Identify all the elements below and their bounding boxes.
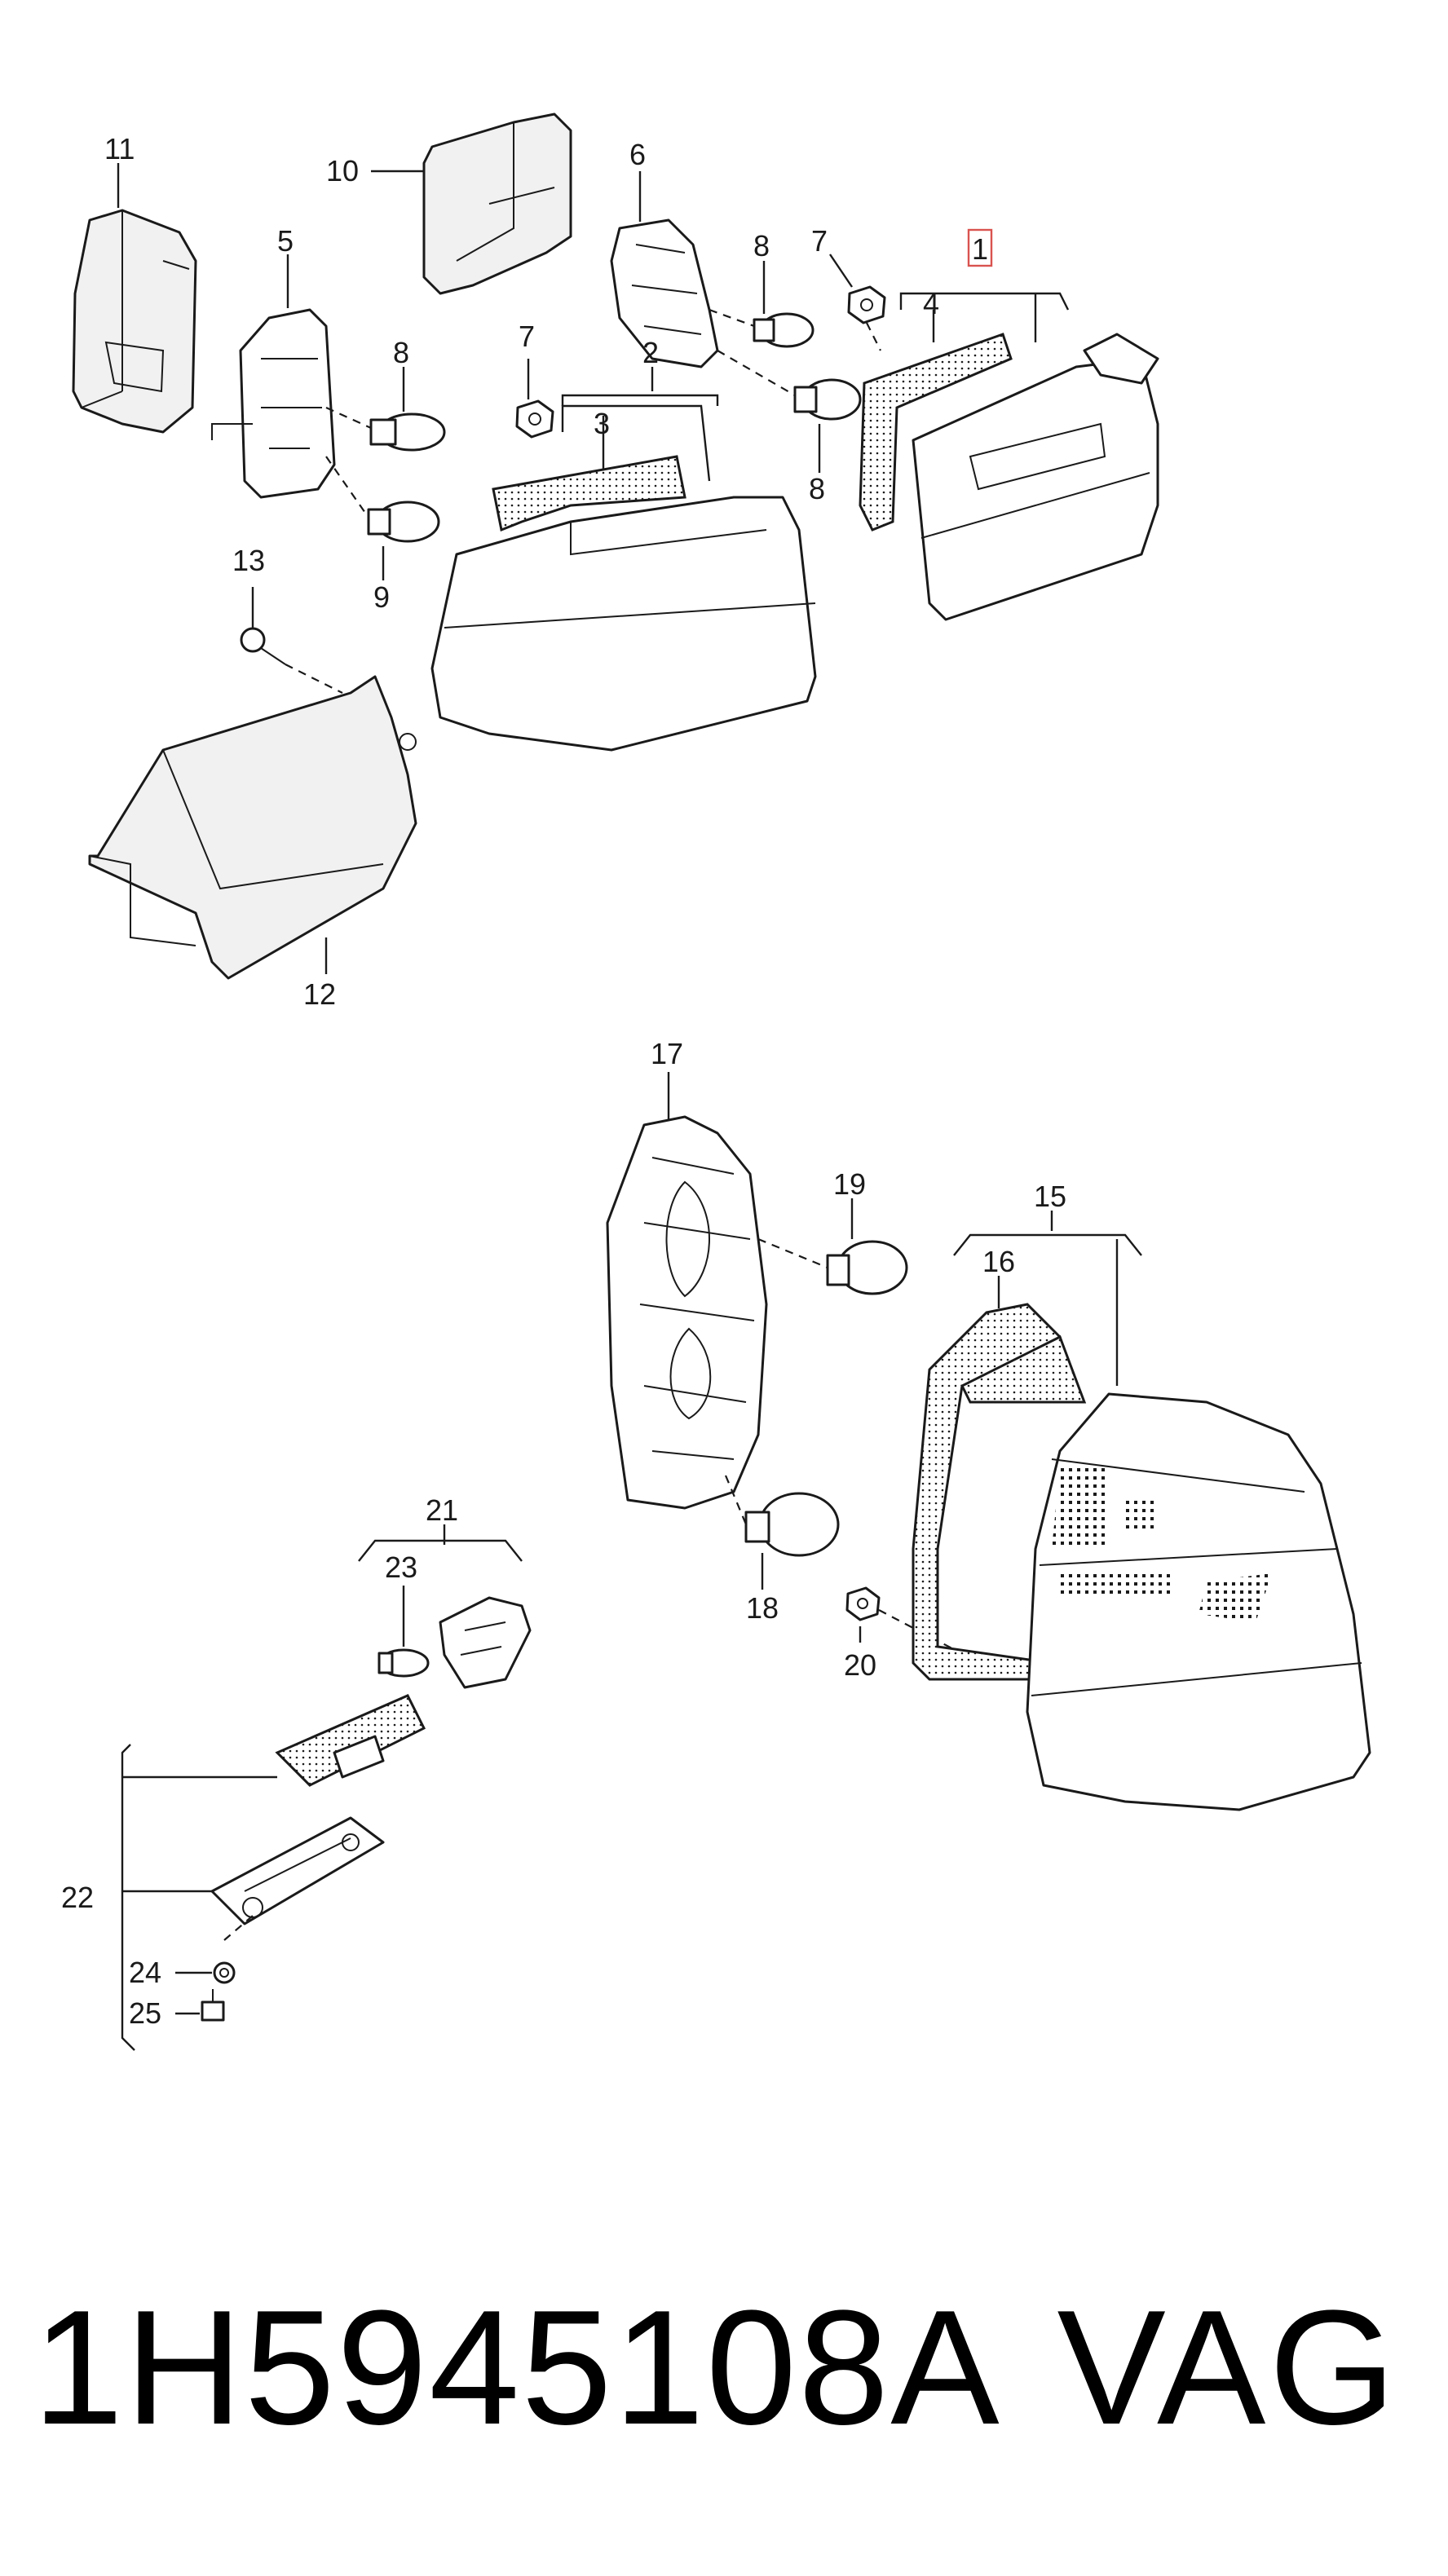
part-11-cover xyxy=(72,209,197,434)
part-7-nut-right xyxy=(847,285,886,324)
part-20-nut xyxy=(845,1586,881,1621)
leader-7b xyxy=(829,254,853,288)
part-25-screw xyxy=(201,1989,225,2022)
callout-25: 25 xyxy=(129,1996,161,2030)
part-2-tail-lens xyxy=(430,496,817,752)
bracket-3 xyxy=(561,404,711,482)
part-8-bulb-left xyxy=(369,412,446,452)
callout-6: 6 xyxy=(629,138,646,171)
bracket-21 xyxy=(358,1539,523,1562)
part-3-gasket xyxy=(492,455,686,532)
callout-18: 18 xyxy=(746,1591,779,1625)
part-19-bulb xyxy=(826,1240,908,1295)
part-6-bulb-holder xyxy=(610,218,719,368)
callout-13: 13 xyxy=(232,544,265,577)
part-16-gasket xyxy=(912,1303,1087,1681)
callout-8c: 8 xyxy=(809,472,825,505)
callout-8b: 8 xyxy=(753,229,770,262)
callout-17: 17 xyxy=(651,1037,683,1070)
callout-23: 23 xyxy=(385,1550,417,1584)
part-8-bulb-lower xyxy=(793,378,862,421)
part-12-mount xyxy=(88,675,417,980)
callout-4: 4 xyxy=(923,287,939,320)
bracket-15 xyxy=(953,1233,1142,1256)
part-5-bulb-holder xyxy=(211,308,336,499)
part-21-lamp-socket xyxy=(439,1596,532,1689)
part-15-rear-lamp xyxy=(1026,1392,1371,1811)
callout-21: 21 xyxy=(426,1493,458,1527)
callout-24: 24 xyxy=(129,1956,161,1989)
callout-7b: 7 xyxy=(811,224,828,258)
callout-2: 2 xyxy=(642,336,659,369)
part-footer: 1H5945108A VAG xyxy=(0,2234,1448,2503)
callout-1: 1 xyxy=(972,232,988,266)
bracket-1 xyxy=(899,292,1070,311)
callout-16: 16 xyxy=(982,1245,1015,1278)
part-4-gasket xyxy=(859,333,1013,532)
part-17-bulb-carrier xyxy=(606,1115,768,1510)
callout-8a: 8 xyxy=(393,336,409,369)
part-8-bulb-upper xyxy=(753,312,814,348)
callout-1-box xyxy=(967,228,993,267)
callout-12: 12 xyxy=(303,977,336,1011)
part-9-bulb xyxy=(367,501,440,543)
part-24-washer xyxy=(213,1961,236,1984)
part-22-plate-light xyxy=(210,1694,426,1925)
part-7-nut-left xyxy=(515,399,554,439)
part-10-bracket xyxy=(422,112,572,295)
part-number-label: 1H5945108A xyxy=(33,2277,1001,2459)
part-1-lamp-unit xyxy=(912,333,1159,621)
callout-19: 19 xyxy=(833,1167,866,1201)
callout-20: 20 xyxy=(844,1648,876,1682)
bracket-2 xyxy=(561,394,719,406)
part-23-bulb xyxy=(377,1648,430,1678)
callout-10: 10 xyxy=(326,154,359,187)
brand-label: VAG xyxy=(1057,2277,1399,2459)
callout-15: 15 xyxy=(1034,1180,1066,1213)
callout-11: 11 xyxy=(104,132,135,165)
callout-7a: 7 xyxy=(519,320,535,353)
exploded-parts-diagram: 11 10 5 8 9 6 8 8 xyxy=(61,112,1371,2051)
part-18-bulb xyxy=(744,1492,840,1557)
bracket-22 xyxy=(121,1744,135,2051)
callout-5: 5 xyxy=(277,224,294,258)
callout-9: 9 xyxy=(373,580,390,614)
part-13-screw xyxy=(240,627,286,665)
callout-22: 22 xyxy=(61,1881,94,1914)
callout-3: 3 xyxy=(594,407,610,440)
